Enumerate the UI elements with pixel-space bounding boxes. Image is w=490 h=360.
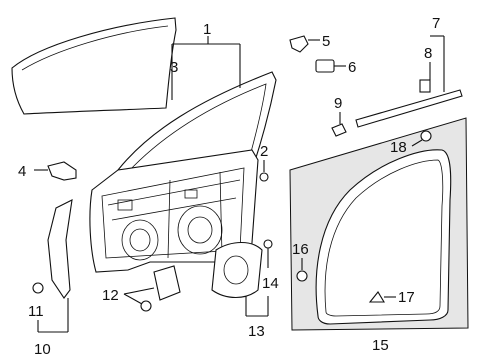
door-outer-panel xyxy=(11,17,177,115)
callout-16: 16 xyxy=(292,241,309,258)
bolt-part-14 xyxy=(263,239,273,268)
callout-5: 5 xyxy=(322,33,330,50)
part-5 xyxy=(289,35,320,53)
callout-10: 10 xyxy=(34,341,51,358)
weatherstrip-panel xyxy=(289,117,469,331)
callout-6: 6 xyxy=(348,59,356,76)
bracket-part-4 xyxy=(34,161,77,181)
plug-part-16 xyxy=(296,258,308,282)
door-inner-frame xyxy=(89,71,277,273)
callout-9: 9 xyxy=(334,95,342,112)
callout-2: 2 xyxy=(260,143,268,160)
clip-part-8 xyxy=(419,62,431,93)
hinge-part-12 xyxy=(123,265,181,312)
callout-17: 17 xyxy=(398,289,415,306)
clip-part-2 xyxy=(259,160,269,182)
callout-4: 4 xyxy=(18,163,26,180)
clip-part-17 xyxy=(368,291,396,303)
callout-12: 12 xyxy=(102,287,119,304)
belt-moulding-part-7 xyxy=(355,35,463,128)
callout-14: 14 xyxy=(262,275,279,292)
callout-3: 3 xyxy=(170,59,178,76)
part-6 xyxy=(315,59,346,73)
callout-13: 13 xyxy=(248,323,265,340)
door-check-part-13 xyxy=(211,241,269,317)
callout-1: 1 xyxy=(203,21,211,38)
callout-8: 8 xyxy=(424,45,432,62)
clip-part-11 xyxy=(32,282,44,294)
door-trim-part-10 xyxy=(37,199,73,333)
callout-18: 18 xyxy=(390,139,407,156)
callout-15: 15 xyxy=(372,337,389,354)
part-9 xyxy=(331,112,347,137)
callout-7: 7 xyxy=(432,15,440,32)
callout-11: 11 xyxy=(28,303,44,320)
clip-part-18 xyxy=(411,130,432,147)
leader-lines xyxy=(171,36,241,100)
